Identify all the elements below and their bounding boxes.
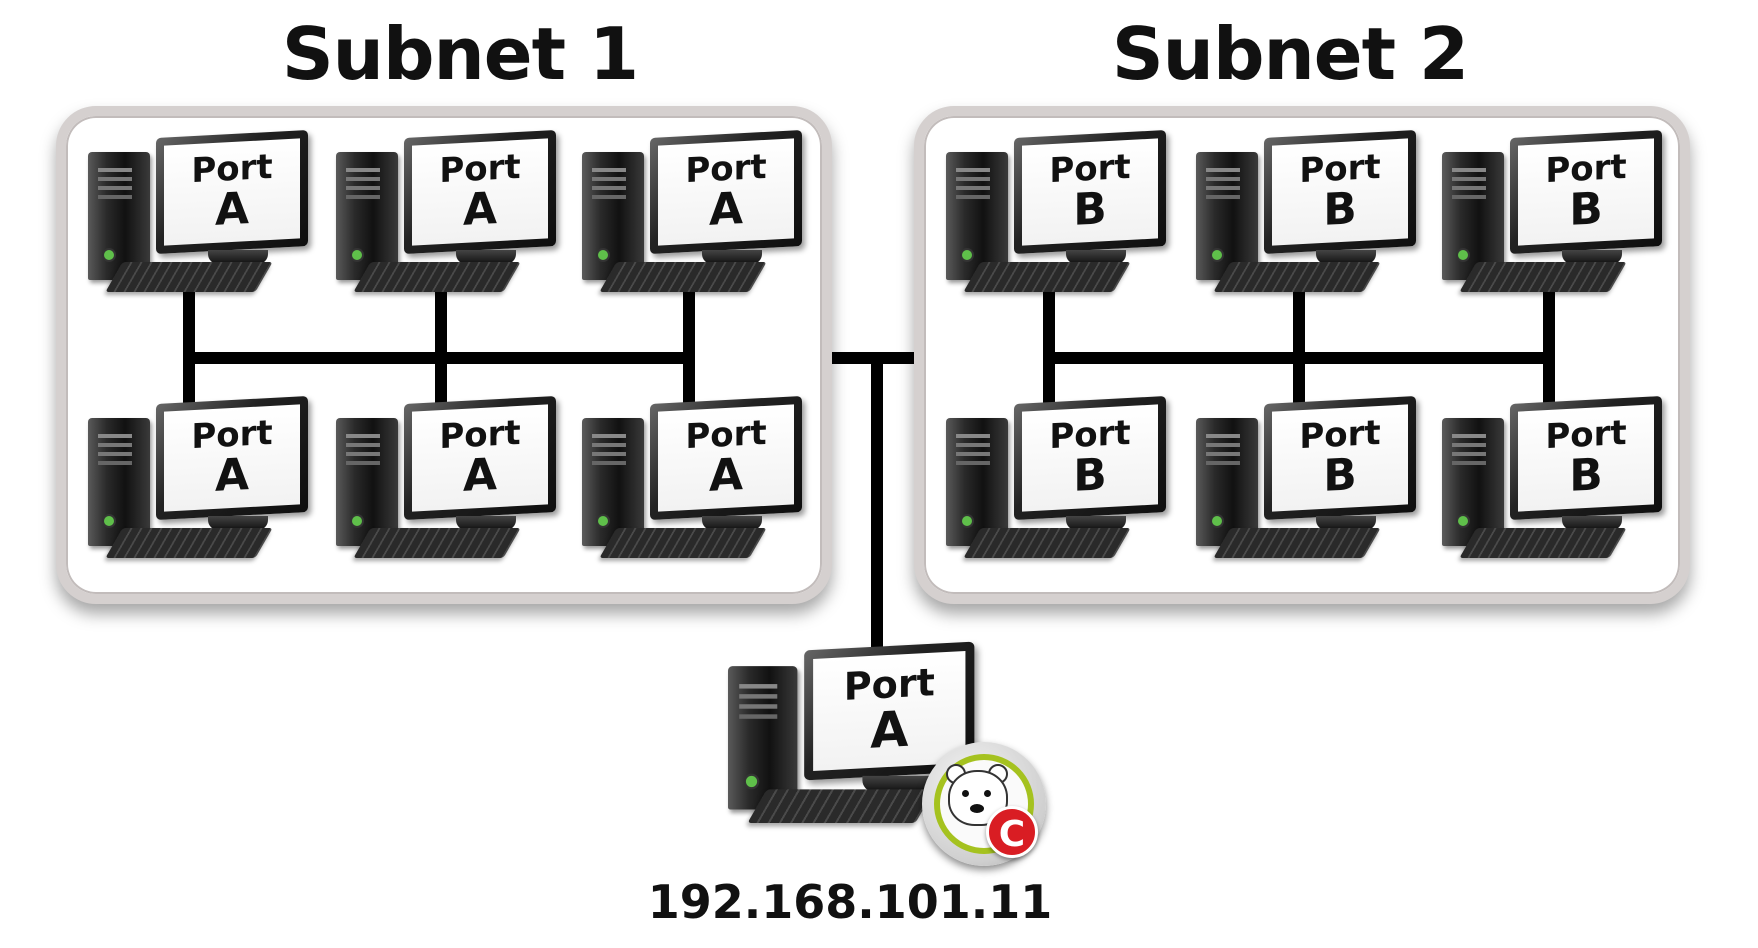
port-letter: B bbox=[1569, 449, 1603, 502]
monitor: Port B bbox=[1264, 396, 1416, 520]
keyboard bbox=[963, 262, 1131, 292]
computer: Port A bbox=[336, 396, 566, 570]
subnet-1-drop bbox=[435, 290, 447, 414]
ip-address-label: 192.168.101.11 bbox=[647, 875, 1053, 929]
computer: Port A bbox=[582, 130, 812, 304]
subnet-2-title: Subnet 2 bbox=[1111, 12, 1469, 96]
computer: Port A bbox=[88, 396, 318, 570]
monitor-stand bbox=[1316, 250, 1376, 264]
computer: Port B bbox=[946, 130, 1176, 304]
port-letter: A bbox=[708, 183, 744, 236]
port-letter: A bbox=[214, 449, 250, 502]
computer: Port B bbox=[946, 396, 1176, 570]
port-letter: B bbox=[1569, 183, 1603, 236]
port-letter: A bbox=[462, 449, 498, 502]
c-mark-icon: C bbox=[986, 806, 1038, 858]
deep-freeze-badge: C bbox=[922, 742, 1046, 866]
tower bbox=[88, 152, 150, 280]
monitor-stand bbox=[1562, 250, 1622, 264]
computer: Port A bbox=[88, 130, 318, 304]
monitor: Port B bbox=[1510, 130, 1662, 254]
computer: Port B bbox=[1442, 130, 1672, 304]
monitor-stand bbox=[862, 775, 930, 792]
keyboard bbox=[1213, 262, 1381, 292]
monitor: Port A bbox=[404, 130, 556, 254]
monitor: Port B bbox=[1264, 130, 1416, 254]
monitor-stand bbox=[1562, 516, 1622, 530]
monitor-stand bbox=[208, 250, 268, 264]
tower bbox=[582, 152, 644, 280]
monitor: Port A bbox=[650, 396, 802, 520]
tower bbox=[1442, 418, 1504, 546]
monitor-stand bbox=[1066, 516, 1126, 530]
keyboard bbox=[1459, 262, 1627, 292]
tower bbox=[88, 418, 150, 546]
subnet-1-drop bbox=[683, 290, 695, 414]
main-drop bbox=[871, 352, 883, 650]
monitor-stand bbox=[456, 250, 516, 264]
subnet-2-drop bbox=[1293, 290, 1305, 414]
monitor-stand bbox=[702, 516, 762, 530]
tower bbox=[728, 666, 798, 810]
computer: Port A bbox=[336, 130, 566, 304]
keyboard bbox=[353, 262, 521, 292]
tower bbox=[946, 418, 1008, 546]
polar-bear-icon bbox=[970, 804, 984, 813]
monitor: Port A bbox=[404, 396, 556, 520]
keyboard bbox=[105, 528, 273, 558]
keyboard bbox=[1459, 528, 1627, 558]
keyboard bbox=[599, 262, 767, 292]
port-letter: B bbox=[1323, 183, 1357, 236]
monitor: Port A bbox=[650, 130, 802, 254]
tower bbox=[582, 418, 644, 546]
port-letter: A bbox=[708, 449, 744, 502]
computer: Port B bbox=[1442, 396, 1672, 570]
monitor: Port A bbox=[156, 396, 308, 520]
subnet-2-drop bbox=[1043, 290, 1055, 414]
subnet-1-title: Subnet 1 bbox=[281, 12, 639, 96]
tower bbox=[1196, 152, 1258, 280]
monitor: Port B bbox=[1014, 396, 1166, 520]
port-letter: B bbox=[1073, 449, 1107, 502]
port-letter: A bbox=[214, 183, 250, 236]
tower bbox=[336, 418, 398, 546]
port-letter: A bbox=[462, 183, 498, 236]
subnet-2-drop bbox=[1543, 290, 1555, 414]
main-computer: Port A bbox=[728, 641, 986, 836]
keyboard bbox=[747, 789, 935, 823]
keyboard bbox=[963, 528, 1131, 558]
keyboard bbox=[599, 528, 767, 558]
port-letter: B bbox=[1323, 449, 1357, 502]
polar-bear-icon bbox=[984, 790, 991, 797]
tower bbox=[1196, 418, 1258, 546]
computer: Port B bbox=[1196, 130, 1426, 304]
monitor-stand bbox=[1316, 516, 1376, 530]
monitor-stand bbox=[702, 250, 762, 264]
keyboard bbox=[105, 262, 273, 292]
tower bbox=[1442, 152, 1504, 280]
monitor-stand bbox=[1066, 250, 1126, 264]
port-letter: B bbox=[1073, 183, 1107, 236]
monitor: Port A bbox=[156, 130, 308, 254]
keyboard bbox=[1213, 528, 1381, 558]
computer: Port B bbox=[1196, 396, 1426, 570]
tower bbox=[336, 152, 398, 280]
monitor-stand bbox=[208, 516, 268, 530]
port-letter: A bbox=[870, 701, 909, 761]
keyboard bbox=[353, 528, 521, 558]
polar-bear-icon bbox=[962, 790, 969, 797]
tower bbox=[946, 152, 1008, 280]
subnet-1-drop bbox=[183, 290, 195, 414]
monitor-stand bbox=[456, 516, 516, 530]
monitor: Port B bbox=[1510, 396, 1662, 520]
monitor: Port B bbox=[1014, 130, 1166, 254]
computer: Port A bbox=[582, 396, 812, 570]
